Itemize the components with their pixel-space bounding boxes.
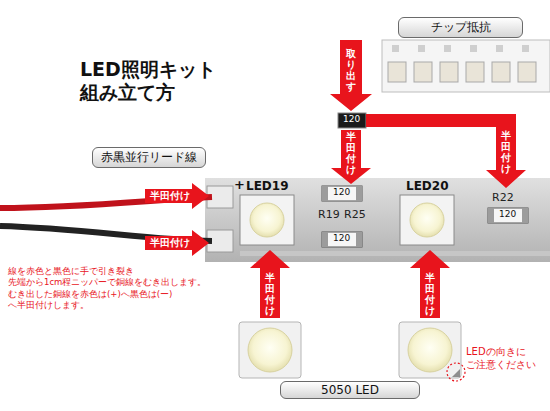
- part-label: 120: [333, 187, 350, 198]
- tape-chip: [466, 62, 484, 82]
- diagram-title: LED照明キット 組み立て方: [80, 58, 230, 104]
- arrow-text: 取り出す: [346, 48, 356, 92]
- tape-hole: [470, 45, 477, 52]
- notch-marker: [447, 363, 465, 381]
- arrow-text: 半田付け: [346, 131, 356, 175]
- red-arrow: [331, 130, 371, 184]
- label-box: 5050 LED: [280, 381, 420, 399]
- tape-hole: [392, 45, 399, 52]
- part-label: 120: [333, 233, 350, 244]
- red-arrow: [145, 183, 209, 209]
- red-arrow: [410, 250, 450, 318]
- tape-hole: [444, 45, 451, 52]
- led-board: [205, 178, 550, 262]
- part-label: LED19: [246, 179, 289, 193]
- tape-chip: [518, 62, 536, 82]
- tape-chip: [440, 62, 458, 82]
- arrow-text: 半田付け: [425, 272, 435, 316]
- resistor-end: [322, 232, 328, 247]
- box-text: チップ抵抗: [431, 20, 491, 34]
- box-text: 赤黒並行リード線: [101, 150, 197, 164]
- board-resistor: [488, 208, 528, 223]
- part-label: LED20: [406, 179, 449, 193]
- part-label: 半田付け: [150, 237, 190, 249]
- resistor-end: [356, 186, 362, 201]
- part-label: R25: [344, 208, 366, 221]
- led-lens: [250, 203, 284, 237]
- box-text: 5050 LED: [321, 383, 379, 397]
- led-5050: [239, 322, 301, 378]
- board-led: [400, 195, 454, 245]
- label-box: チップ抵抗: [398, 17, 523, 38]
- led-lens: [408, 328, 452, 372]
- board-led: [240, 195, 294, 245]
- red-arrow: [330, 40, 372, 111]
- arrow-text: 半田付け: [265, 272, 275, 316]
- chip-resistor: [338, 113, 366, 128]
- resistor-end: [522, 208, 528, 223]
- led-lens: [410, 203, 444, 237]
- resistor-end: [356, 232, 362, 247]
- part-label: R19: [318, 208, 340, 221]
- tape-chip: [388, 62, 406, 82]
- arrow-text: 半田付け: [501, 130, 511, 174]
- red-arrow: [145, 230, 209, 256]
- led-5050: [399, 322, 461, 378]
- chip-tape: [382, 40, 550, 92]
- tape-hole: [522, 45, 529, 52]
- part-label: 120: [499, 209, 516, 220]
- label-box: 赤黒並行リード線: [92, 147, 206, 168]
- part-label: 120: [343, 114, 360, 125]
- part-label: 半田付け: [150, 190, 190, 202]
- tape-hole: [418, 45, 425, 52]
- note-text: 線を赤色と黒色に手で引き裂き 先端から1cm程ニッパーで銅線をむき出します。 む…: [8, 266, 248, 312]
- note-text: LEDの向きに ご注意ください: [466, 345, 548, 371]
- resistor-end: [488, 208, 494, 223]
- part-label: +: [234, 177, 245, 193]
- polarity-notch: [452, 369, 460, 377]
- led-lens: [248, 328, 292, 372]
- board-trace: [240, 251, 550, 256]
- tape-strip: [382, 40, 550, 92]
- resistor-end: [322, 186, 328, 201]
- part-label: R22: [492, 191, 514, 204]
- tape-hole: [496, 45, 503, 52]
- board-resistor: [322, 186, 362, 201]
- red-arrow: [366, 114, 526, 188]
- tape-chip: [414, 62, 432, 82]
- red-arrow: [250, 250, 290, 318]
- tape-chip: [492, 62, 510, 82]
- board-resistor: [322, 232, 362, 247]
